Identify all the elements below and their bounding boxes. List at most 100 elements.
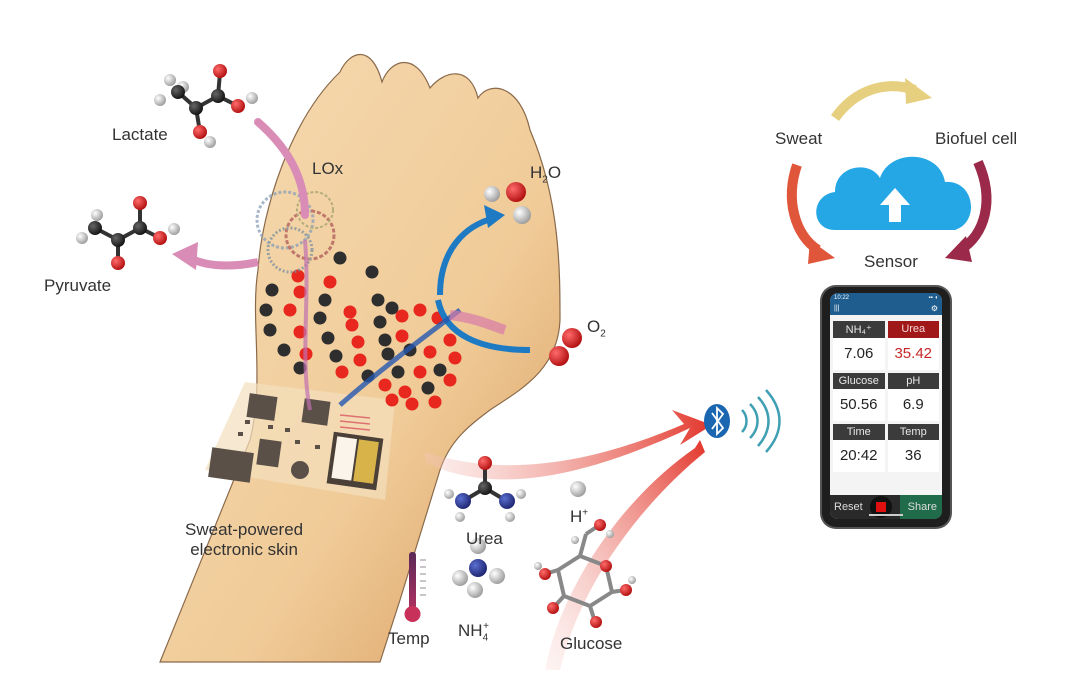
reading-value-time: 20:42 (833, 440, 885, 472)
smartphone: 10:22 ▪▪ ◖ ||| ⚙ NH₄⁺ Urea 7.06 35.42 Gl… (822, 287, 950, 527)
bluetooth-icon (704, 404, 730, 438)
proton-label: H+ (570, 508, 588, 525)
lattice-dot-red (405, 397, 419, 411)
thermometer-icon (404, 552, 426, 622)
lattice-dot-dark (378, 333, 392, 347)
lattice-dot-dark (313, 311, 327, 325)
lattice-dot-dark (321, 331, 335, 345)
cycle-arrowhead-top (905, 78, 932, 104)
biofuel-cell-lattice (259, 251, 462, 411)
electron-path-cathode (338, 308, 462, 407)
pyruvate-arrowhead (172, 242, 198, 270)
cathode-band (449, 310, 507, 335)
reading-label-urea: Urea (887, 321, 939, 338)
enzyme-to-pyruvate-arrow (188, 254, 259, 270)
pyruvate-molecule (76, 196, 180, 270)
pyruvate-label: Pyruvate (44, 276, 112, 295)
electronic-skin-patch (205, 382, 395, 500)
settings-icon[interactable]: ⚙ (930, 304, 938, 313)
cycle-arrowhead-left (808, 240, 835, 264)
reading-value-ph: 6.9 (887, 389, 939, 421)
electron-path-anode (303, 239, 312, 411)
lattice-dot-dark (263, 323, 277, 337)
reading-label-temp: Temp (887, 424, 939, 440)
lattice-dot-dark (365, 265, 379, 279)
device-label: Sweat-powered electronic skin (185, 520, 303, 560)
status-time: 10:22 (834, 295, 850, 301)
lattice-dot-red (378, 378, 392, 392)
lattice-dot-dark (371, 293, 385, 307)
oxygen-label-sub: 2 (600, 328, 606, 340)
cycle-arrowhead-right (945, 236, 972, 262)
lattice-dot-red (385, 393, 399, 407)
device-label-line1: Sweat-powered (185, 520, 304, 539)
stop-record-button[interactable] (870, 496, 893, 518)
water-label: H2O (530, 164, 561, 185)
lattice-dot-red (395, 309, 409, 323)
reading-value-glucose: 50.56 (833, 389, 885, 421)
glucose-label: Glucose (560, 634, 623, 653)
lattice-dot-dark (433, 363, 447, 377)
urea-molecule (444, 456, 526, 522)
lattice-dot-dark (391, 365, 405, 379)
lattice-dot-red (443, 333, 457, 347)
reading-label-ph: pH (887, 373, 939, 389)
proton-label-sup: + (582, 507, 589, 519)
status-signal-icon: ▪▪ ◖ (928, 295, 938, 301)
water-label-sub: 2 (542, 174, 548, 186)
app-top-bar: 10:22 ▪▪ ◖ ||| ⚙ (830, 293, 942, 315)
lattice-dot-dark (259, 303, 273, 317)
cycle-biofuel-label: Biofuel cell (935, 129, 1018, 148)
menu-icon[interactable]: ||| (834, 305, 840, 312)
ammonium-label-sup: + (483, 621, 489, 633)
cycle-arrow-sensor-to-sweat (786, 163, 821, 255)
reading-value-nh4: 7.06 (833, 338, 885, 370)
proton-atom (570, 481, 586, 497)
lattice-dot-red (283, 303, 297, 317)
temp-label: Temp (388, 629, 430, 648)
lattice-dot-dark (333, 251, 347, 265)
lattice-dot-red (413, 365, 427, 379)
ammonium-label: NH4+ (458, 622, 489, 643)
lattice-dot-dark (385, 301, 399, 315)
cycle-arrow-sweat-to-biofuel (830, 81, 917, 122)
lattice-dot-red (291, 269, 305, 283)
lattice-dot-red (293, 285, 307, 299)
water-arrowhead (484, 205, 505, 228)
lactate-to-enzyme-arrow (254, 118, 309, 219)
glucose-molecule (534, 519, 636, 628)
lattice-dot-red (343, 305, 357, 319)
lactate-molecule (154, 64, 258, 148)
lattice-dot-red (428, 395, 442, 409)
lattice-dot-dark (421, 381, 435, 395)
lattice-dot-red (398, 385, 412, 399)
wireless-signal-icon (741, 389, 781, 453)
lattice-dot-red (323, 275, 337, 289)
oxygen-molecule (549, 328, 582, 366)
lattice-dot-red (353, 353, 367, 367)
cycle-sensor-label: Sensor (864, 252, 918, 271)
data-arrow-bottom (545, 440, 705, 670)
lattice-dot-dark (329, 349, 343, 363)
reading-label-glucose: Glucose (833, 373, 885, 389)
lattice-dot-dark (381, 347, 395, 361)
lox-label: LOx (312, 159, 344, 178)
oxygen-label-o: O (587, 317, 601, 336)
lattice-dot-dark (373, 315, 387, 329)
share-button[interactable]: Share (899, 495, 942, 519)
lattice-dot-red (345, 318, 359, 332)
lattice-dot-red (293, 325, 307, 339)
reading-label-nh4: NH₄⁺ (833, 321, 885, 338)
home-indicator (869, 514, 903, 516)
ammonium-label-sub: 4 (482, 632, 489, 644)
reset-button[interactable]: Reset (834, 501, 863, 513)
cycle-sweat-label: Sweat (775, 129, 823, 148)
cloud-upload-icon (816, 156, 972, 230)
lattice-dot-red (423, 345, 437, 359)
ammonium-label-nh: NH (458, 621, 483, 640)
water-label-h: H (530, 163, 543, 182)
reading-label-time: Time (833, 424, 885, 440)
lattice-dot-dark (318, 293, 332, 307)
lattice-dot-red (448, 351, 462, 365)
